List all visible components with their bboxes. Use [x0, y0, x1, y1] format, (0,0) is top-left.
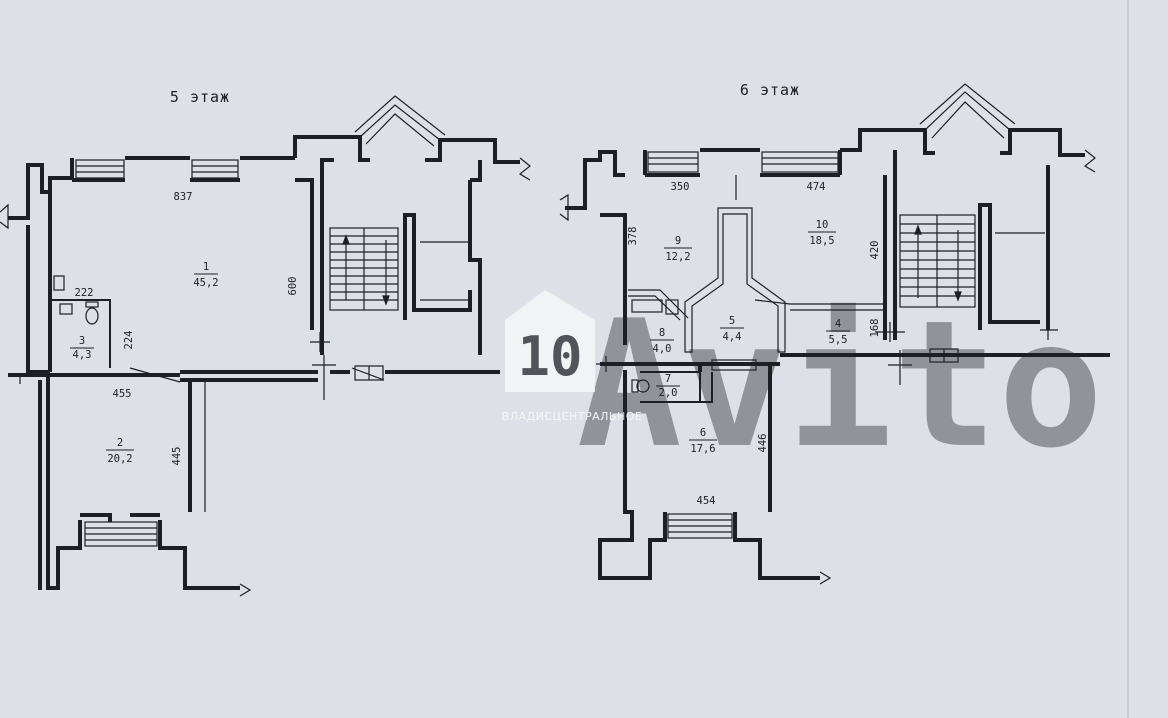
room-area: 45,2: [193, 277, 218, 289]
dimension-label: 837: [174, 191, 193, 203]
room-area: 20,2: [107, 453, 132, 465]
room-number: 7: [665, 373, 671, 385]
room-number: 3: [79, 335, 85, 347]
dimension-label: 600: [287, 277, 299, 296]
dimension-label: 454: [697, 495, 716, 507]
room-area: 2,0: [659, 387, 678, 399]
dimension-label: 445: [171, 447, 183, 466]
floor-5-title: 5 этаж: [170, 88, 230, 106]
dimension-label: 378: [627, 227, 639, 246]
avito-watermark: Avito 10 ВЛАДИСЦЕНТРАЛЬНОЕ: [502, 284, 1104, 487]
dimension-label: 420: [869, 241, 881, 260]
room-number: 2: [117, 437, 123, 449]
watermark-house-icon: 10: [505, 290, 595, 392]
room-area: 18,5: [809, 235, 834, 247]
room-number: 4: [835, 318, 841, 330]
dimension-label: 474: [807, 181, 826, 193]
dimension-label: 446: [757, 434, 769, 453]
room-number: 10: [816, 219, 829, 231]
room-area: 5,5: [829, 334, 848, 346]
floor-5-details: [0, 95, 531, 597]
floor-5-plan: [8, 135, 520, 590]
room-area: 4,4: [723, 331, 742, 343]
room-number: 8: [659, 327, 665, 339]
room-number: 9: [675, 235, 681, 247]
watermark-caption: ВЛАДИСЦЕНТРАЛЬНОЕ: [502, 410, 643, 423]
room-area: 4,0: [653, 343, 672, 355]
dimension-label: 350: [671, 181, 690, 193]
floor-6-plan: [565, 128, 1110, 580]
dimension-label: 222: [75, 287, 94, 299]
floor-6-title: 6 этаж: [740, 81, 800, 99]
room-number: 6: [700, 427, 706, 439]
room-number: 1: [203, 261, 209, 273]
dimension-label: 168: [869, 319, 881, 338]
room-area: 4,3: [73, 349, 92, 361]
room-number: 5: [729, 315, 735, 327]
dimension-label: 455: [113, 388, 132, 400]
floor-6-details: [559, 83, 1096, 585]
svg-text:10: 10: [517, 325, 582, 388]
room-area: 17,6: [690, 443, 715, 455]
watermark-logo-text: Avito: [577, 284, 1104, 487]
floor-5-labels: 5 этаж 837 600 222 224 455 445 1 45,2 2 …: [70, 88, 299, 465]
floor-6-labels: 6 этаж 350 474 378 420 168 446 454 4 5,5…: [627, 81, 881, 507]
room-area: 12,2: [665, 251, 690, 263]
dimension-label: 224: [123, 331, 135, 350]
